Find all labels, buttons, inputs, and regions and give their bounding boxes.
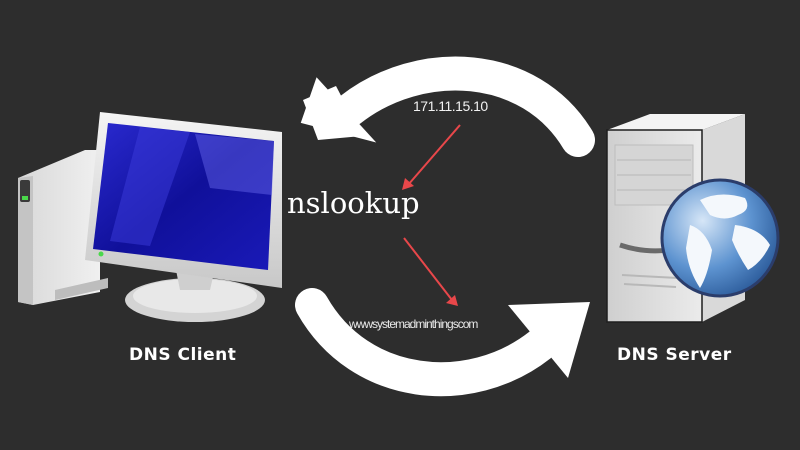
command-label: nslookup	[287, 186, 420, 220]
response-arrow	[300, 56, 595, 157]
server-globe-icon	[606, 114, 780, 323]
response-ip-address: 171.11.15.10	[413, 98, 488, 114]
desktop-computer-icon	[18, 112, 282, 322]
dns-client-label: DNS Client	[129, 345, 237, 365]
query-arrow	[295, 288, 590, 397]
query-domain: wwwsystemadminthingscom	[349, 317, 478, 331]
query-pointer-arrow	[403, 237, 458, 306]
response-pointer-arrow	[402, 124, 461, 190]
dns-server-label: DNS Server	[617, 345, 732, 365]
